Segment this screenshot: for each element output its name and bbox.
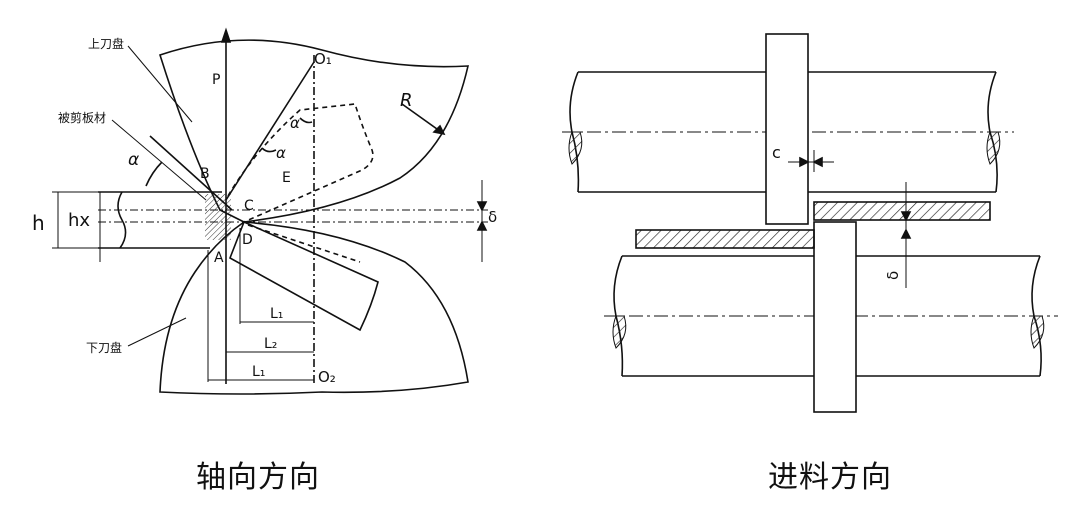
label-s-overlap: δ xyxy=(884,271,902,280)
delta-arrow-bot xyxy=(476,220,488,231)
axial-labels: 上刀盘 被剪板材 下刀盘 P O₁ O₂ R α α α B C D E A h… xyxy=(32,36,497,386)
upper-sheet xyxy=(813,201,991,221)
alpha-line xyxy=(149,135,233,211)
sheet-leader xyxy=(111,119,207,201)
label-l2: L₂ xyxy=(264,336,277,352)
label-o1: O₁ xyxy=(314,50,332,68)
lower-sheet xyxy=(635,229,815,249)
lower-blade xyxy=(813,221,857,413)
label-lower-disc: 下刀盘 xyxy=(86,340,122,355)
label-l3: L₁ xyxy=(252,364,265,380)
label-r: R xyxy=(400,90,413,111)
lower-disc-outline xyxy=(159,221,469,395)
caption-feed-direction: 进料方向 xyxy=(768,460,892,495)
alpha-arc-mid xyxy=(261,147,277,153)
label-hx: hx xyxy=(68,210,90,231)
lower-disc-leader xyxy=(127,317,187,347)
alpha-arc-left xyxy=(145,161,163,187)
upper-shaft-hatch-right xyxy=(986,131,1001,165)
feed-view xyxy=(562,33,1058,413)
lower-shaft-hatch-left xyxy=(612,315,627,349)
s-arrow-top xyxy=(900,211,912,222)
label-c-clearance: c xyxy=(772,143,781,162)
upper-blade xyxy=(765,33,809,225)
label-a: A xyxy=(214,250,224,266)
label-e: E xyxy=(282,170,291,186)
label-h: h xyxy=(32,211,45,235)
alpha-arc-top xyxy=(299,117,313,124)
axial-view xyxy=(52,27,488,395)
upper-shaft-hatch-left xyxy=(568,131,583,165)
label-c: C xyxy=(244,198,254,214)
label-sheet: 被剪板材 xyxy=(58,110,106,125)
label-b: B xyxy=(200,166,210,182)
caption-axial-direction: 轴向方向 xyxy=(196,460,320,495)
lower-shaft-hatch-right xyxy=(1030,315,1045,349)
shear-zone-hatch xyxy=(205,194,231,240)
label-p: P xyxy=(212,72,220,88)
sheet-break-left xyxy=(117,191,127,249)
dashed-upper-piece xyxy=(227,103,374,223)
feed-labels: c δ xyxy=(772,143,902,280)
label-alpha-top: α xyxy=(290,114,300,132)
dashed-lower-lobe xyxy=(247,224,361,263)
o1-radial xyxy=(225,61,315,201)
delta-arrow-top xyxy=(476,201,488,212)
sheared-piece xyxy=(229,220,379,332)
label-delta: δ xyxy=(488,208,497,226)
p-arrowhead xyxy=(220,27,232,43)
label-d: D xyxy=(242,232,253,248)
c-arrow-r xyxy=(812,156,823,168)
label-o2: O₂ xyxy=(318,368,336,386)
c-arrow-l xyxy=(799,156,810,168)
label-alpha-mid: α xyxy=(276,144,286,162)
upper-disc-leader xyxy=(127,45,193,123)
label-upper-disc: 上刀盘 xyxy=(88,36,124,51)
s-arrow-bot xyxy=(900,228,912,239)
r-arrowhead xyxy=(432,124,446,136)
label-alpha-left: α xyxy=(128,150,139,170)
label-l1: L₁ xyxy=(270,306,283,322)
